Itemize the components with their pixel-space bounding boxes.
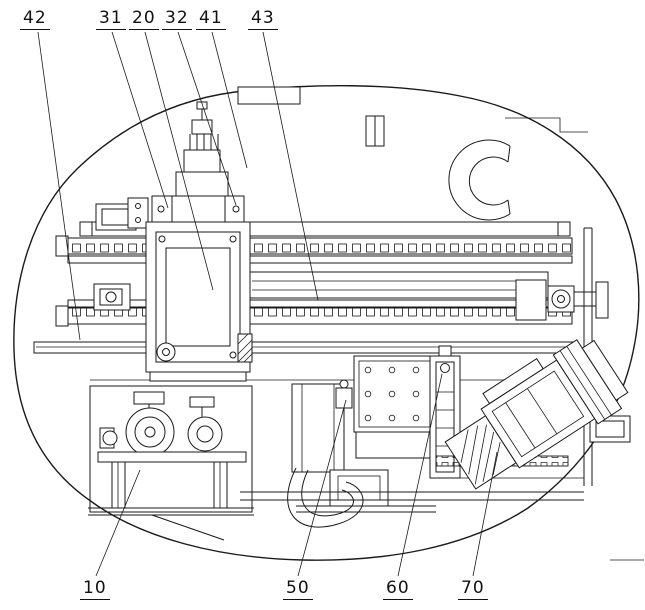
ref-label-10: 10 xyxy=(80,578,110,600)
left-motor-block xyxy=(93,283,131,311)
leader-line-41 xyxy=(211,31,248,169)
ref-label-31: 31 xyxy=(96,8,126,30)
tilted-spindle-unit xyxy=(444,339,629,490)
left-arm xyxy=(127,197,149,229)
right-bearing-block xyxy=(515,279,609,321)
leader-line-10 xyxy=(95,469,141,577)
ref-label-50: 50 xyxy=(283,578,313,600)
base-strip xyxy=(33,341,575,354)
table-leg-right xyxy=(213,461,228,509)
rotary-table-assembly xyxy=(88,385,254,541)
ref-label-32: 32 xyxy=(162,8,192,30)
ref-label-70: 70 xyxy=(458,578,488,600)
pedestal xyxy=(329,469,389,507)
leader-line-60 xyxy=(397,373,443,577)
ref-label-42: 42 xyxy=(20,8,50,30)
ref-label-60: 60 xyxy=(383,578,413,600)
leader-line-42 xyxy=(37,31,81,341)
top-housing-details xyxy=(237,86,588,221)
ballscrew-cover xyxy=(249,271,549,299)
horseshoe-slot xyxy=(448,139,511,221)
table-leg-left xyxy=(111,461,126,509)
pneumatic-box xyxy=(291,379,353,473)
ref-label-43: 43 xyxy=(248,8,278,30)
leader-line-31 xyxy=(111,31,169,209)
leader-line-43 xyxy=(262,31,319,301)
table-plate xyxy=(97,451,247,463)
hatched-block xyxy=(237,333,253,363)
spindle-tool-stack xyxy=(175,101,229,197)
leader-line-50 xyxy=(297,399,347,577)
leader-line-32 xyxy=(177,31,237,206)
bed-rails xyxy=(33,221,584,381)
leader-line-70 xyxy=(472,451,498,577)
enclosure-outline xyxy=(13,84,644,561)
clamp-plate xyxy=(151,195,245,223)
ref-label-20: 20 xyxy=(129,8,159,30)
leader-lines xyxy=(37,31,498,577)
valve-block xyxy=(335,387,353,409)
carriage-column xyxy=(127,101,253,382)
right-frame xyxy=(583,227,631,486)
tilted-end-cap xyxy=(581,339,629,401)
ref-label-41: 41 xyxy=(196,8,226,30)
slide-shoe xyxy=(149,371,247,382)
leader-line-20 xyxy=(144,31,214,291)
slide-plate xyxy=(165,247,231,347)
